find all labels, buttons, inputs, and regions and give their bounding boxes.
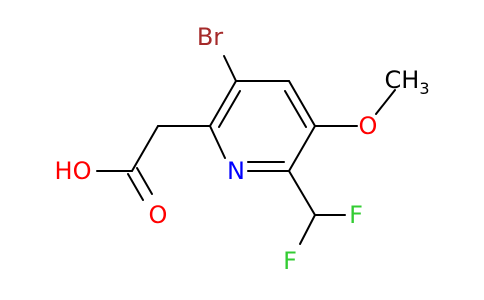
bond-c2-c3 (209, 80, 237, 127)
atom-fluorine-bottom: F (283, 247, 297, 275)
atom-oxygen-carbonyl: O (149, 201, 168, 229)
bond-n-c2 (209, 125, 226, 159)
atom-oxygen-methoxy: O (359, 112, 378, 140)
double-bond-c-o-a (127, 173, 144, 201)
methyl-subscript: 3 (419, 79, 429, 98)
atom-hydroxyl: HO (55, 157, 92, 185)
bond-ch2-cooh (131, 125, 159, 172)
bond-o-ch3 (375, 89, 396, 115)
methyl-main: CH (385, 66, 420, 94)
atom-bromine: Br (197, 23, 223, 51)
bond-chf2-f-bottom (299, 214, 316, 245)
bond-c3-br (223, 55, 237, 82)
double-bond-c4-c5 (284, 90, 307, 128)
atom-methyl: CH3 (385, 66, 430, 98)
bond-c6-chf2 (288, 170, 316, 216)
atom-nitrogen: N (227, 157, 245, 185)
bond-c4-c5 (288, 80, 316, 127)
pyridine-ring (209, 80, 316, 172)
double-bond-c2-c3 (218, 90, 241, 128)
atom-fluorine-top: F (349, 201, 363, 229)
double-bond-c-o-b (136, 167, 153, 195)
bond-c5-c6 (288, 125, 316, 172)
